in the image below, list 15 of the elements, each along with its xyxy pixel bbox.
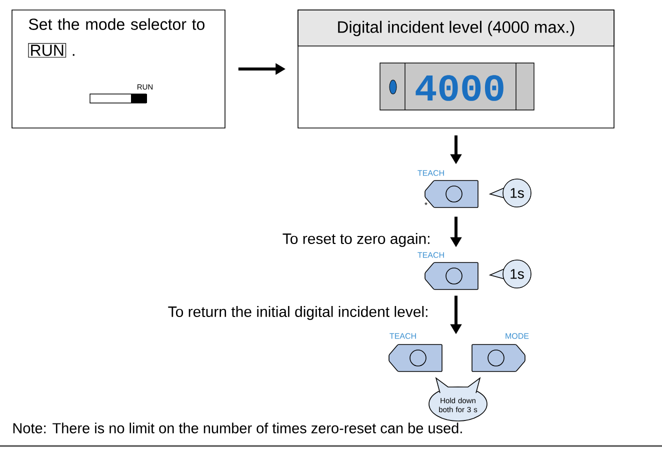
edge-label: To reset to zero again: xyxy=(281,232,432,248)
speech-bubble: 1s xyxy=(488,260,532,288)
button-icon xyxy=(424,180,478,208)
button-label: MODE xyxy=(506,333,529,339)
button-label: TEACH xyxy=(418,170,444,176)
asterisk: * xyxy=(424,202,428,206)
button-icon xyxy=(424,262,478,290)
display-digits: 4000 xyxy=(416,75,504,101)
button-icon xyxy=(472,344,526,372)
button-label: TEACH xyxy=(390,333,416,339)
button-icon xyxy=(388,344,442,372)
speech-bubble: 1s xyxy=(488,178,532,208)
note-text: Note: There is no limit on the number of times zero-reset can be used. xyxy=(13,422,462,434)
button-label: TEACH xyxy=(418,252,444,258)
edge-label: To return the initial digital incident level: xyxy=(166,305,430,321)
